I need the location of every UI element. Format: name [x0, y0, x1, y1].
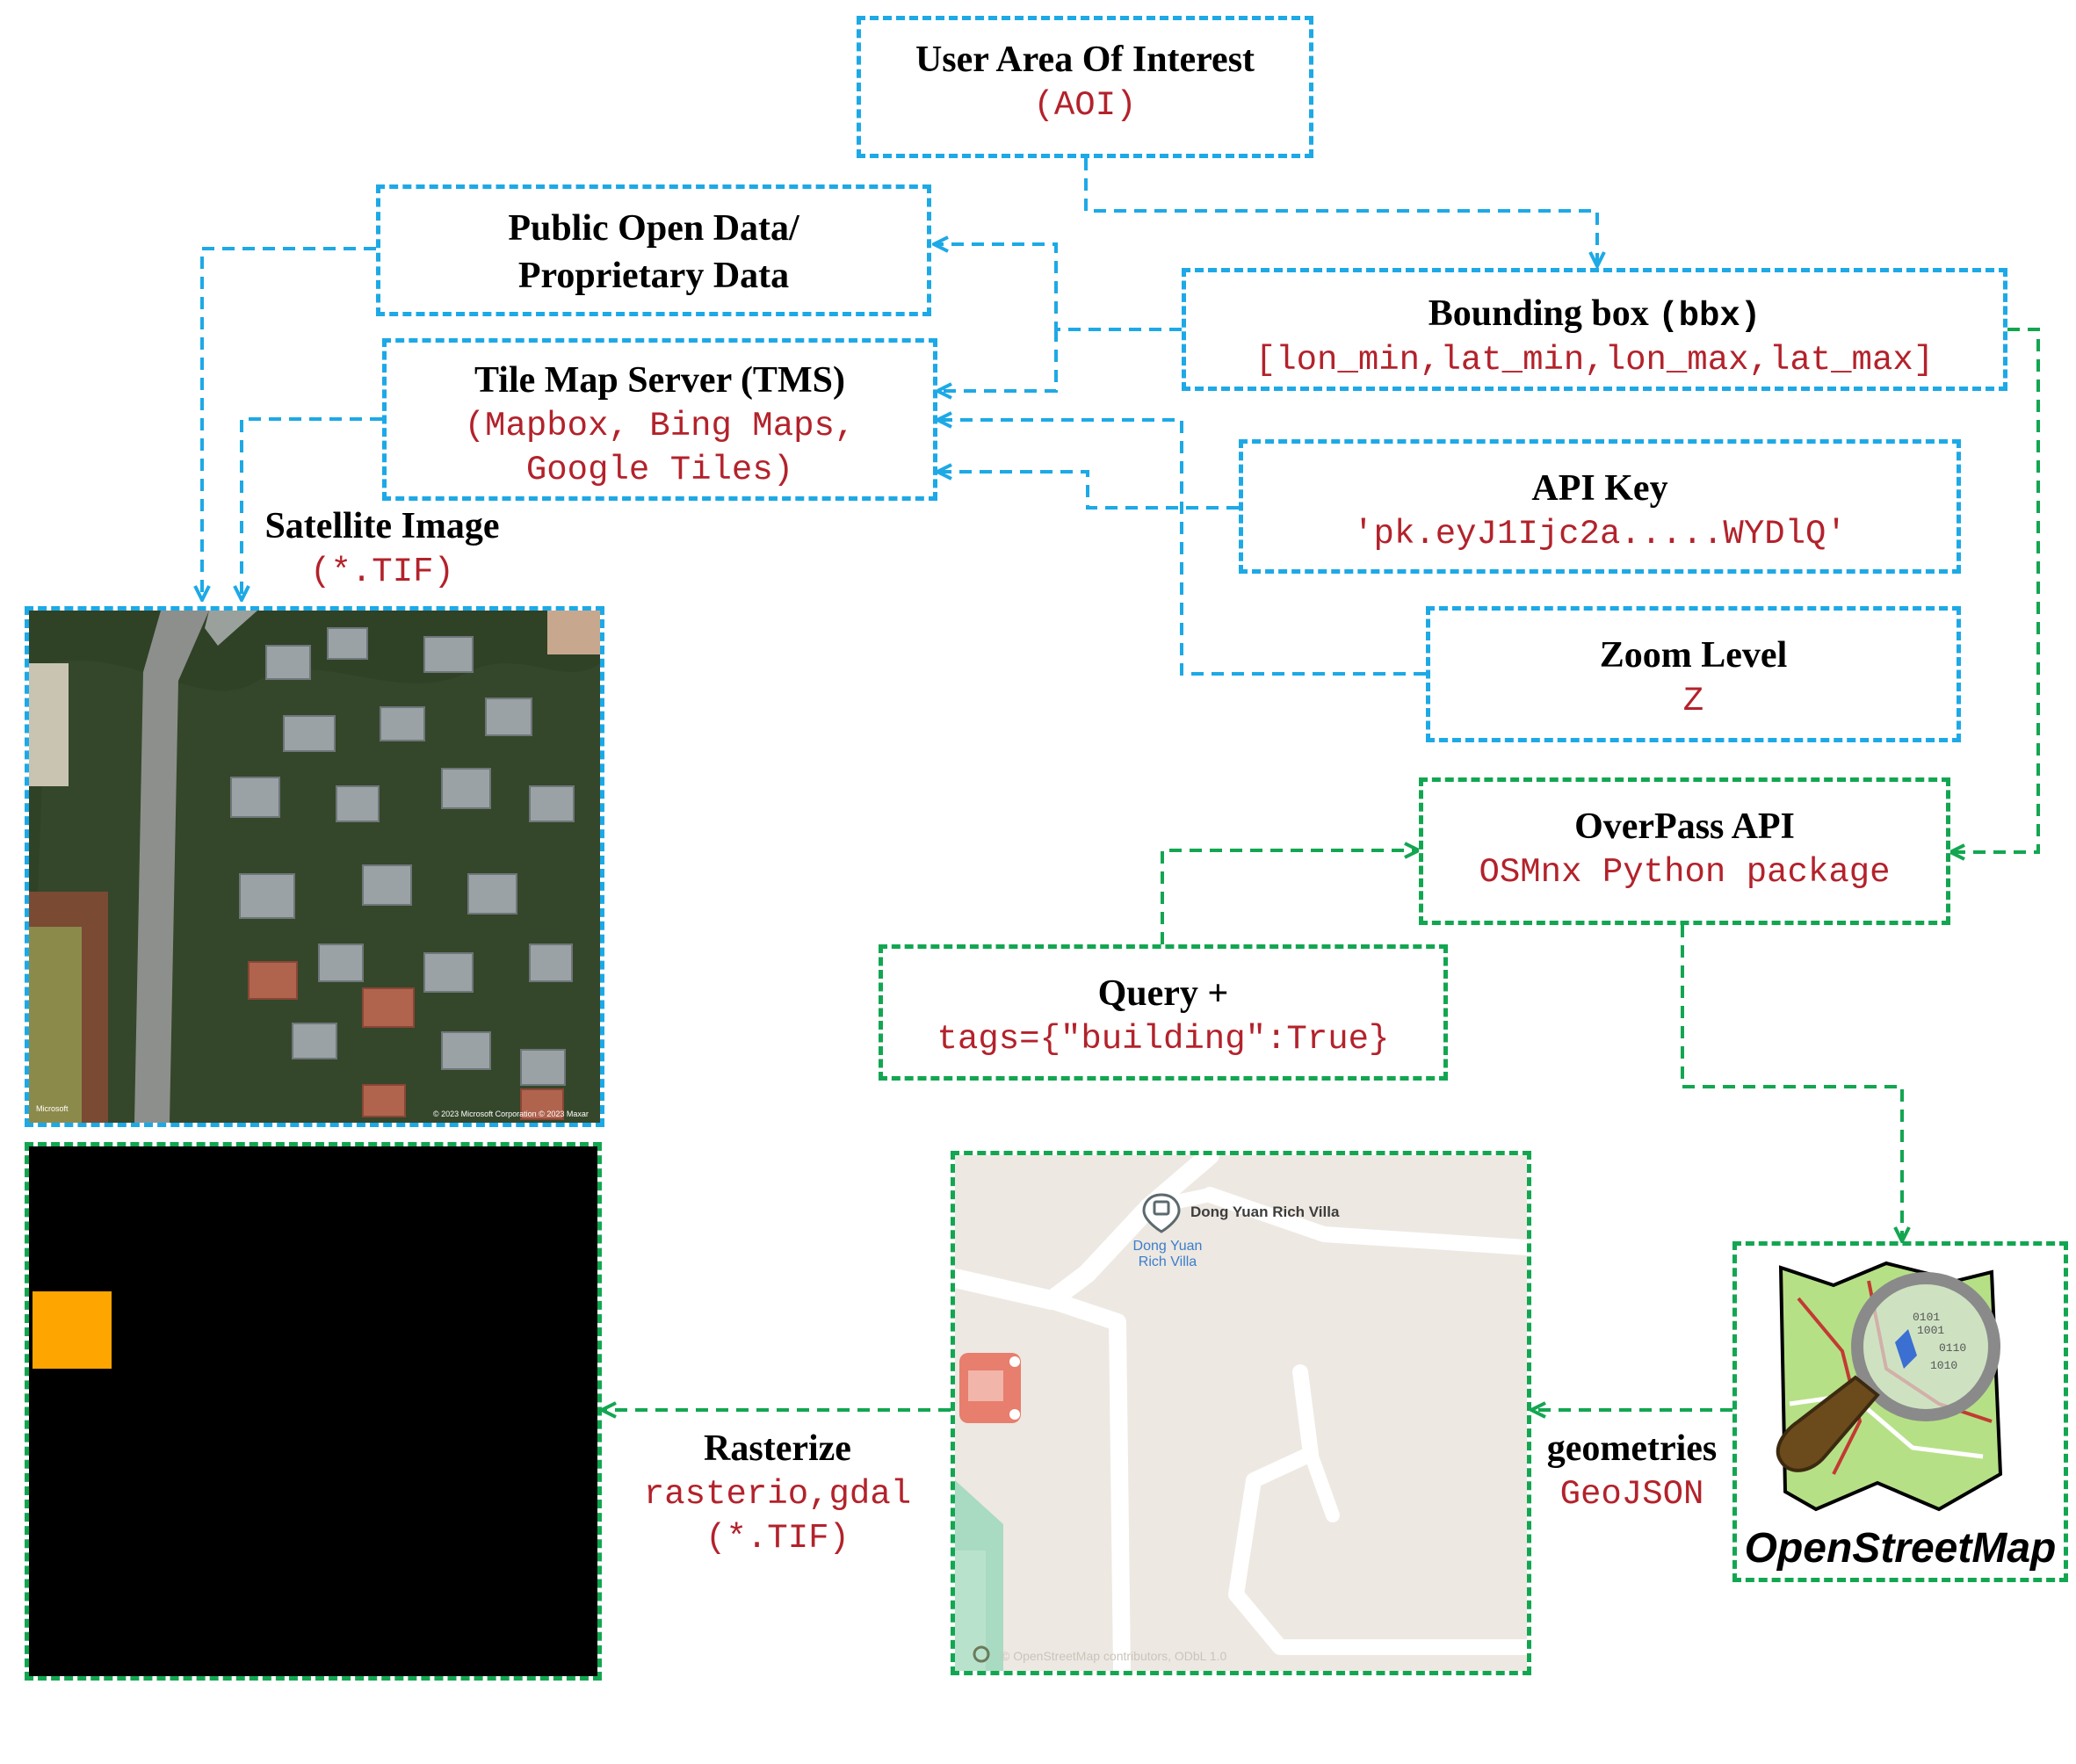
arrow-bbox-to-overpass [1950, 328, 2040, 852]
satellite-attribution: © 2023 Microsoft Corporation © 2023 Maxa… [433, 1110, 589, 1118]
arrow-bbox-to-public-data [934, 244, 1182, 331]
aoi-title: User Area Of Interest [915, 40, 1255, 80]
svg-text:1001: 1001 [1917, 1324, 1944, 1337]
overpass-box: OverPass API OSMnx Python package [1419, 777, 1950, 925]
tms-subtitle-2: Google Tiles) [525, 451, 794, 489]
svg-text:0101: 0101 [1913, 1311, 1940, 1324]
map-attribution: © OpenStreetMap contributors, ODbL 1.0 [1001, 1649, 1226, 1663]
rasterize-title: Rasterize [704, 1428, 851, 1469]
arrow-aoi-to-bbox [1084, 158, 1597, 266]
api-key-title: API Key [1531, 468, 1668, 509]
overpass-title: OverPass API [1574, 806, 1795, 847]
map-place-name: Dong Yuan Rich Villa [1190, 1204, 1340, 1220]
bbox-subtitle: [lon_min,lat_min,lon_max,lat_max] [1255, 341, 1935, 380]
building-mask-pixel [33, 1291, 112, 1369]
svg-text:0110: 0110 [1939, 1341, 1966, 1355]
arrow-api-key-to-tms [937, 472, 1239, 510]
arrow-query-to-overpass [1161, 850, 1419, 944]
satellite-image: Microsoft © 2023 Microsoft Corporation ©… [25, 606, 604, 1127]
map-place-label-2: Rich Villa [1139, 1254, 1197, 1269]
public-data-box: Public Open Data/ Proprietary Data [376, 184, 931, 316]
satellite-label-title: Satellite Image [264, 506, 500, 546]
arrow-tms-to-satellite [242, 417, 382, 600]
arrow-overpass-to-osm [1681, 925, 1902, 1241]
zoom-title: Zoom Level [1599, 635, 1788, 676]
geometries-title: geometries [1546, 1428, 1718, 1469]
geometries-label: geometries GeoJSON [1533, 1425, 1731, 1516]
building-mask-output [25, 1142, 602, 1681]
map-place-label-1: Dong Yuan [1133, 1239, 1203, 1254]
overpass-subtitle: OSMnx Python package [1479, 853, 1891, 892]
aoi-subtitle: (AOI) [1033, 86, 1137, 125]
query-box: Query + tags={"building":True} [879, 944, 1448, 1081]
rasterize-format: (*.TIF) [705, 1519, 850, 1558]
satellite-label-sub: (*.TIF) [310, 553, 454, 591]
arrow-bbox-to-tms [937, 329, 1058, 391]
tms-subtitle-1: (Mapbox, Bing Maps, [464, 407, 856, 445]
arrow-zoom-to-tms [937, 420, 1426, 676]
svg-text:1010: 1010 [1930, 1359, 1957, 1372]
svg-text:Microsoft: Microsoft [36, 1104, 69, 1113]
bbox-box: Bounding box (bbx) [lon_min,lat_min,lon_… [1182, 268, 2007, 391]
tms-box: Tile Map Server (TMS) (Mapbox, Bing Maps… [382, 338, 937, 501]
api-key-box: API Key 'pk.eyJ1Ijc2a.....WYDlQ' [1239, 439, 1961, 574]
logo-wordmark: OpenStreetMap [1745, 1525, 2057, 1572]
rasterize-tools: rasterio,gdal [643, 1475, 912, 1514]
public-data-line-2: Proprietary Data [517, 256, 790, 296]
geometries-format: GeoJSON [1559, 1475, 1704, 1514]
zoom-value: Z [1682, 682, 1704, 720]
api-key-value: 'pk.eyJ1Ijc2a.....WYDlQ' [1353, 515, 1847, 553]
arrow-public-data-to-satellite [202, 247, 376, 600]
bbox-title-code: (bbx) [1658, 297, 1761, 336]
satellite-label: Satellite Image (*.TIF) [237, 502, 527, 594]
tms-title: Tile Map Server (TMS) [474, 360, 845, 401]
bbox-title-text: Bounding box [1428, 293, 1649, 334]
bbox-title: Bounding box (bbx) [1186, 290, 2003, 338]
aoi-box: User Area Of Interest (AOI) [857, 16, 1313, 158]
osm-map-excerpt: Dong Yuan Rich Villa Dong Yuan Rich Vill… [951, 1151, 1531, 1675]
zoom-box: Zoom Level Z [1426, 606, 1961, 742]
query-title: Query + [1097, 973, 1229, 1014]
rasterize-label: Rasterize rasterio,gdal (*.TIF) [606, 1425, 949, 1560]
public-data-line-1: Public Open Data/ [508, 208, 799, 249]
query-tags: tags={"building":True} [937, 1020, 1390, 1059]
